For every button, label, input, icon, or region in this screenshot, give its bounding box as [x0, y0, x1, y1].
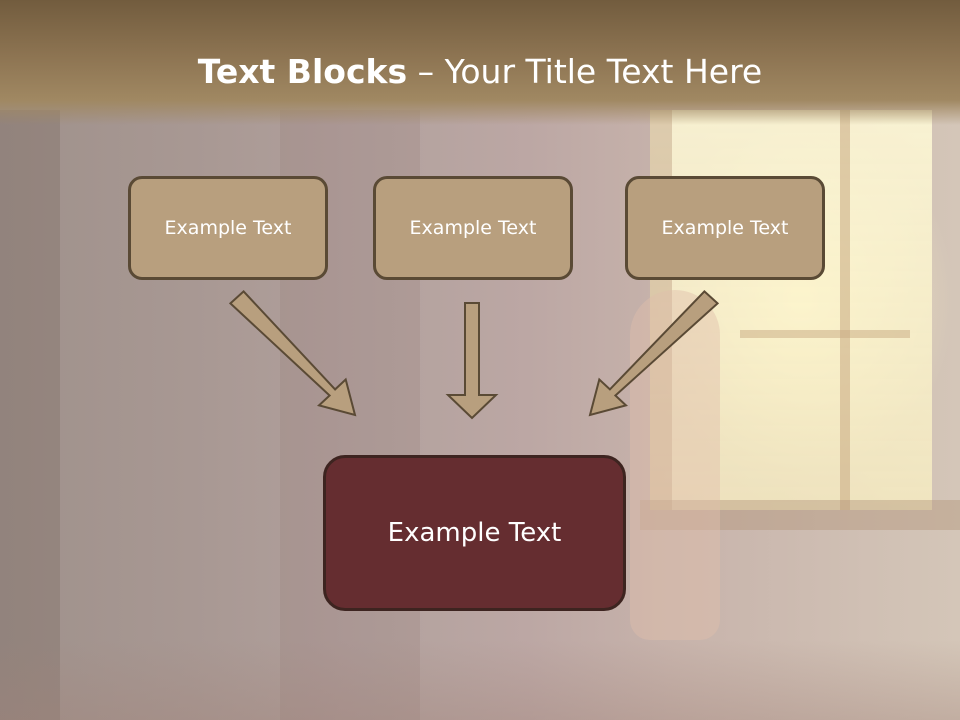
- header-band: Text Blocks – Your Title Text Here: [0, 0, 960, 125]
- top-box-3: Example Text: [625, 176, 825, 280]
- top-box-2: Example Text: [373, 176, 573, 280]
- top-box-2-label: Example Text: [409, 217, 537, 239]
- bottom-box-label: Example Text: [387, 518, 562, 548]
- slide-title-rest: Your Title Text Here: [444, 52, 763, 91]
- arrow-left-diagonal: [228, 289, 357, 417]
- top-box-3-label: Example Text: [661, 217, 789, 239]
- slide-title: Text Blocks – Your Title Text Here: [0, 52, 960, 91]
- top-box-1: Example Text: [128, 176, 328, 280]
- slide-title-bold: Text Blocks: [197, 52, 408, 91]
- slide-title-dash: –: [407, 52, 445, 91]
- arrow-right-diagonal: [588, 290, 720, 417]
- bottom-box: Example Text: [323, 455, 626, 611]
- background-figure: [630, 290, 720, 640]
- background-window-mullion: [840, 110, 850, 510]
- background-window-transom: [740, 330, 910, 338]
- background-curtain-left: [0, 110, 60, 720]
- top-box-1-label: Example Text: [164, 217, 292, 239]
- arrow-center-down: [445, 302, 499, 420]
- background-floor: [0, 640, 960, 720]
- background-window-sill: [640, 500, 960, 530]
